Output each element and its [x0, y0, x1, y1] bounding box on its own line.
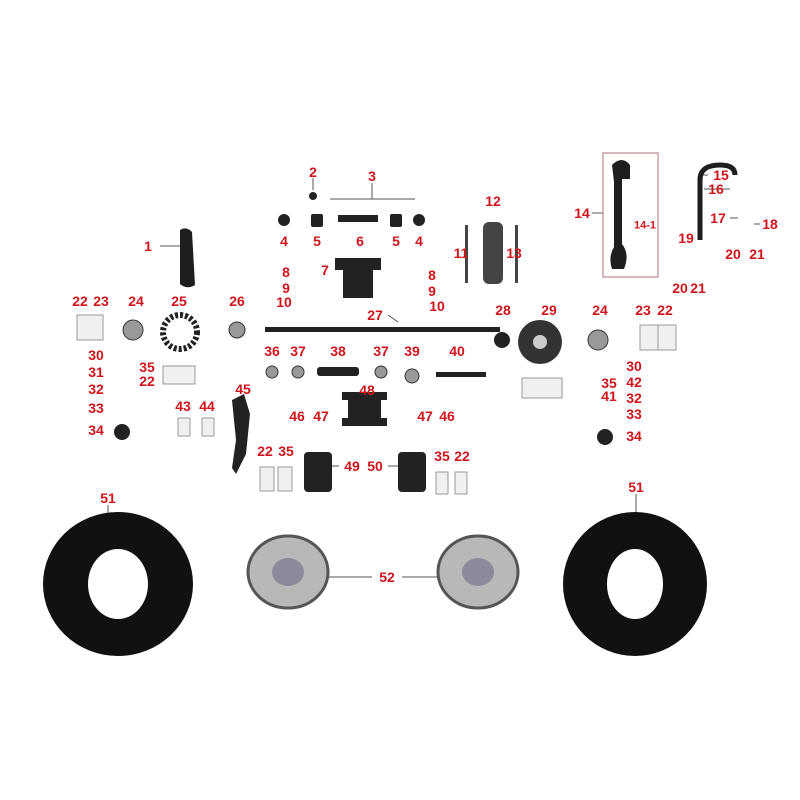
callout-22: 22	[454, 448, 470, 464]
part-14-group-box	[602, 152, 659, 278]
callout-22: 22	[72, 293, 88, 309]
callout-34: 34	[88, 422, 104, 438]
callout-46: 46	[439, 408, 455, 424]
callout-51: 51	[628, 479, 644, 495]
callout-8: 8	[282, 264, 290, 280]
callout-15: 15	[713, 167, 729, 183]
callout-52: 52	[379, 569, 395, 585]
callout-9: 9	[282, 280, 290, 296]
callout-24: 24	[128, 293, 144, 309]
callout-22: 22	[657, 302, 673, 318]
callout-51: 51	[100, 490, 116, 506]
callout-9: 9	[428, 283, 436, 299]
callout-38: 38	[330, 343, 346, 359]
rim-left	[246, 534, 330, 610]
callout-16: 16	[708, 181, 724, 197]
callout-14-1: 14-1	[633, 219, 657, 232]
callout-41: 41	[601, 388, 617, 404]
callout-42: 42	[626, 374, 642, 390]
callout-47: 47	[313, 408, 329, 424]
callout-22: 22	[139, 373, 155, 389]
callout-37: 37	[290, 343, 306, 359]
callout-32: 32	[88, 381, 104, 397]
callout-20: 20	[725, 246, 741, 262]
callout-48: 48	[359, 382, 375, 398]
callout-49: 49	[344, 458, 360, 474]
rear-axle	[265, 327, 500, 332]
callout-30: 30	[626, 358, 642, 374]
tire-right	[563, 512, 707, 656]
tire-left	[43, 512, 193, 656]
callout-21: 21	[749, 246, 765, 262]
callout-27: 27	[367, 307, 383, 323]
part-49	[304, 452, 332, 492]
callout-18: 18	[762, 216, 778, 232]
callout-10: 10	[429, 298, 445, 314]
callout-23: 23	[93, 293, 109, 309]
callout-45: 45	[235, 381, 251, 397]
callout-11: 11	[453, 245, 469, 261]
callout-4: 4	[280, 233, 288, 249]
callout-37: 37	[373, 343, 389, 359]
callout-13: 13	[506, 245, 522, 261]
callout-36: 36	[264, 343, 280, 359]
callout-7: 7	[321, 262, 329, 278]
callout-20: 20	[672, 280, 688, 296]
callout-47: 47	[417, 408, 433, 424]
callout-1: 1	[144, 238, 152, 254]
springs	[465, 222, 518, 284]
callout-10: 10	[276, 294, 292, 310]
chain	[180, 228, 195, 288]
callout-40: 40	[449, 343, 465, 359]
rim-right	[436, 534, 520, 610]
callout-43: 43	[175, 398, 191, 414]
callout-25: 25	[171, 293, 187, 309]
callout-34: 34	[626, 428, 642, 444]
callout-35: 35	[601, 375, 617, 391]
callout-24: 24	[592, 302, 608, 318]
callout-23: 23	[635, 302, 651, 318]
callout-17: 17	[710, 210, 726, 226]
callout-3: 3	[368, 168, 376, 184]
callout-33: 33	[88, 400, 104, 416]
callout-8: 8	[428, 267, 436, 283]
callout-29: 29	[541, 302, 557, 318]
callout-30: 30	[88, 347, 104, 363]
callout-5: 5	[313, 233, 321, 249]
part-50	[398, 452, 426, 492]
callout-26: 26	[229, 293, 245, 309]
callout-12: 12	[485, 193, 501, 209]
sprocket	[160, 312, 200, 352]
callout-4: 4	[415, 233, 423, 249]
callout-35: 35	[434, 448, 450, 464]
callout-2: 2	[309, 164, 317, 180]
callout-28: 28	[495, 302, 511, 318]
callout-35: 35	[139, 359, 155, 375]
callout-31: 31	[88, 364, 104, 380]
callout-39: 39	[404, 343, 420, 359]
callout-14: 14	[574, 205, 590, 221]
callout-6: 6	[356, 233, 364, 249]
callout-21: 21	[690, 280, 706, 296]
callout-22: 22	[257, 443, 273, 459]
callout-5: 5	[392, 233, 400, 249]
callout-33: 33	[626, 406, 642, 422]
callout-32: 32	[626, 390, 642, 406]
callout-35: 35	[278, 443, 294, 459]
callout-19: 19	[678, 230, 694, 246]
callout-50: 50	[367, 458, 383, 474]
callout-44: 44	[199, 398, 215, 414]
callout-46: 46	[289, 408, 305, 424]
